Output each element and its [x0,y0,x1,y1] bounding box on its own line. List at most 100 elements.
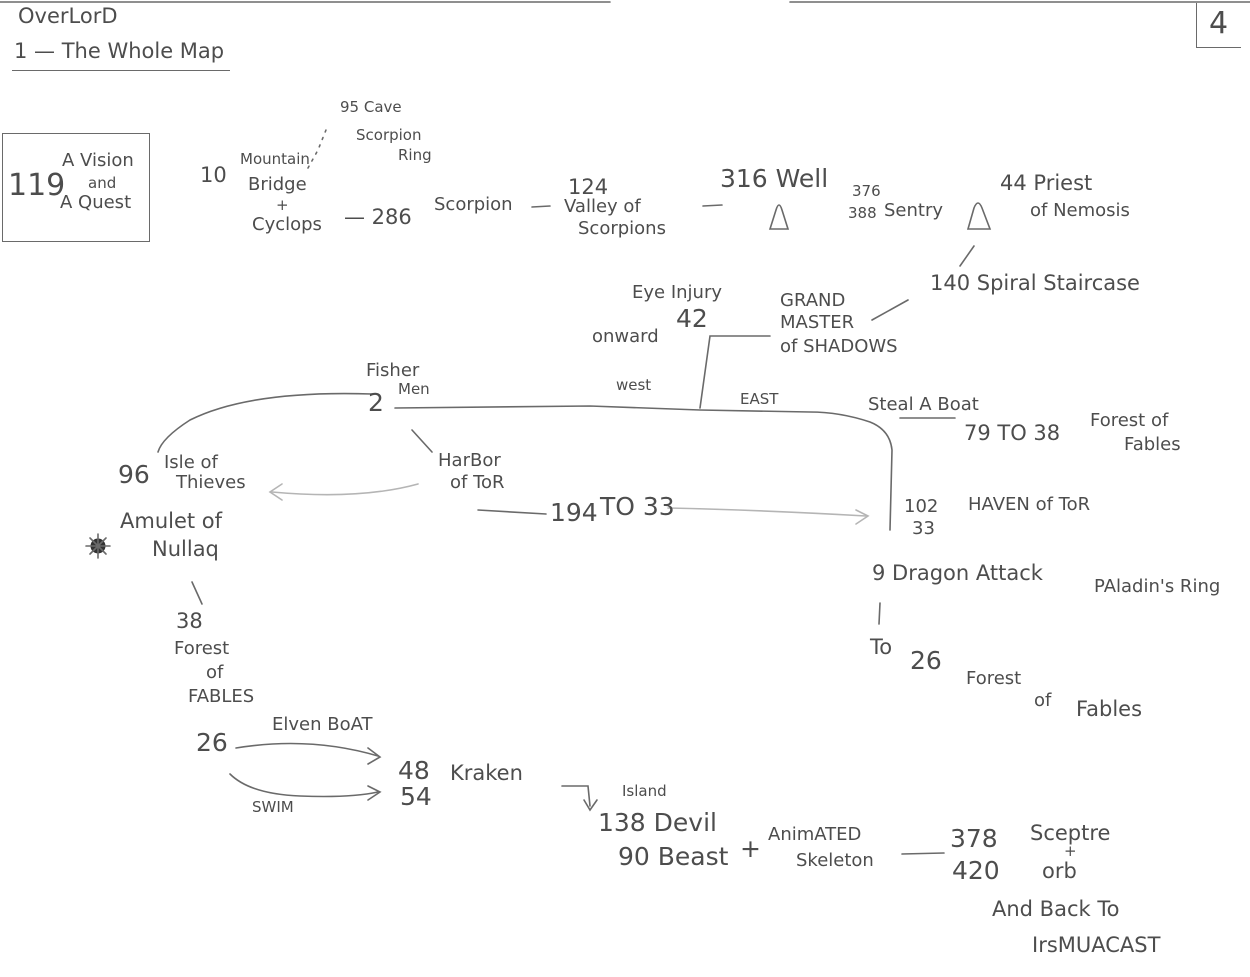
node-harbor-line1: HarBor [438,450,501,471]
node-10-number: 10 [200,163,227,187]
node-isle-line2: Thieves [176,472,246,493]
dotted-path-to-cave [307,129,327,169]
node-fof1-line1: Forest of [1090,410,1169,431]
node-isle-line1: Isle of [164,452,218,473]
node-sceptre-plus: + [1064,842,1077,860]
connector-skeleton-378 [901,852,945,855]
node-eye-injury: Eye Injury [632,282,722,303]
node-haven-of-tor: HAVEN of ToR [968,494,1091,515]
label-irsmuacast: IrsMUACAST [1032,933,1161,957]
node-44-line2: of Nemosis [1030,200,1130,221]
node-scorpion: Scorpion [434,194,513,215]
page-number-box [1196,3,1241,48]
node-194: 194 [550,498,598,527]
page-subtitle: 1 — The Whole Map [14,39,225,63]
node-42: 42 [676,304,708,333]
label-swim: SWIM [252,798,294,816]
node-fof2-fables: Fables [1076,697,1143,721]
connector-scorpion-valley [531,205,551,208]
page-number: 4 [1209,6,1229,41]
page-title: OverLorD [18,4,118,28]
label-onward: onward [592,326,659,347]
node-9-dragon-attack: 9 Dragon Attack [872,561,1043,585]
node-fof2-forest: Forest [966,668,1022,689]
node-286: — 286 [344,205,412,229]
connector-gm-140 [871,299,909,321]
node-376: 376 [852,182,881,200]
node-96: 96 [118,460,150,489]
node-10-line1: Mountain [240,150,310,168]
node-orb: orb [1042,859,1077,883]
node-fisher-line2: Men [398,380,430,398]
node-378: 378 [950,824,998,853]
node-44-line1: 44 Priest [1000,171,1093,195]
node-gm-line3: of SHADOWS [780,336,898,357]
connector-valley-well [702,204,723,207]
node-to-26: 26 [910,646,942,675]
node-2: 2 [368,388,384,417]
label-to: To [870,635,893,659]
node-38-number: 38 [176,609,203,633]
node-119-box [2,133,150,242]
faint-arrowhead-haven [855,509,870,525]
well-symbol-2 [966,202,992,230]
kraken-island-arrow [561,785,591,807]
node-kraken: Kraken [450,761,523,785]
label-and-back-to: And Back To [992,897,1120,921]
swim-arrowhead [367,785,382,801]
faint-arrow-194-haven [667,507,867,517]
kraken-island-arrowhead [583,799,598,812]
node-119-line2: and [88,174,117,192]
node-102-33: 33 [912,518,935,539]
node-102: 102 [904,496,939,517]
label-east: EAST [740,390,779,408]
node-gm-line2: MASTER [780,312,855,333]
elven-boat-arrowhead [367,747,382,765]
node-amulet-line2: Nullaq [152,537,219,561]
node-420: 420 [952,856,1000,885]
label-west: west [616,376,652,394]
faint-arrow-harbor-isle [271,483,419,496]
label-island: Island [622,782,667,800]
node-95-line1: 95 Cave [340,98,402,116]
node-38-line3: FABLES [188,686,255,707]
connector-eye-injury [699,335,771,409]
node-to-33: TO 33 [600,492,675,521]
node-119-line3: A Quest [60,192,132,213]
label-elven-boat: Elven BoAT [272,714,373,735]
node-fof1-line2: Fables [1124,434,1181,455]
label-paladins-ring: PAladin's Ring [1094,576,1221,597]
label-plus: + [740,834,761,863]
node-124-number: 124 [568,175,609,199]
node-90-beast: 90 Beast [618,842,729,871]
title-underline [12,70,230,71]
elven-boat-arrow [235,742,379,757]
node-10-line2: Bridge [248,174,307,195]
swim-arrow [229,773,379,798]
node-amulet-line1: Amulet of [120,509,223,533]
connector-harbor-194 [477,509,547,515]
node-95-line3: Ring [398,146,432,164]
node-38-line1: Forest [174,638,230,659]
node-54: 54 [400,782,432,811]
label-steal-a-boat: Steal A Boat [868,394,979,415]
amulet-star-rays [85,533,111,559]
node-140: 140 Spiral Staircase [930,271,1140,295]
node-124-line1: Valley of [564,196,641,217]
node-10-line3: + [276,196,289,214]
connector-fisher-harbor [411,429,433,453]
main-road [394,405,893,531]
node-skeleton-line1: AnimATED [768,824,862,845]
node-harbor-line2: of ToR [450,472,505,493]
node-388: 388 [848,204,877,222]
node-10-line4: Cyclops [252,214,322,235]
node-138-devil: 138 Devil [598,808,717,837]
well-symbol-1 [768,204,790,230]
node-sceptre: Sceptre [1030,821,1111,845]
node-fof2-of: of [1034,690,1052,711]
connector-amulet-38 [191,581,203,605]
connector-140-priest [959,245,975,267]
node-26: 26 [196,728,228,757]
